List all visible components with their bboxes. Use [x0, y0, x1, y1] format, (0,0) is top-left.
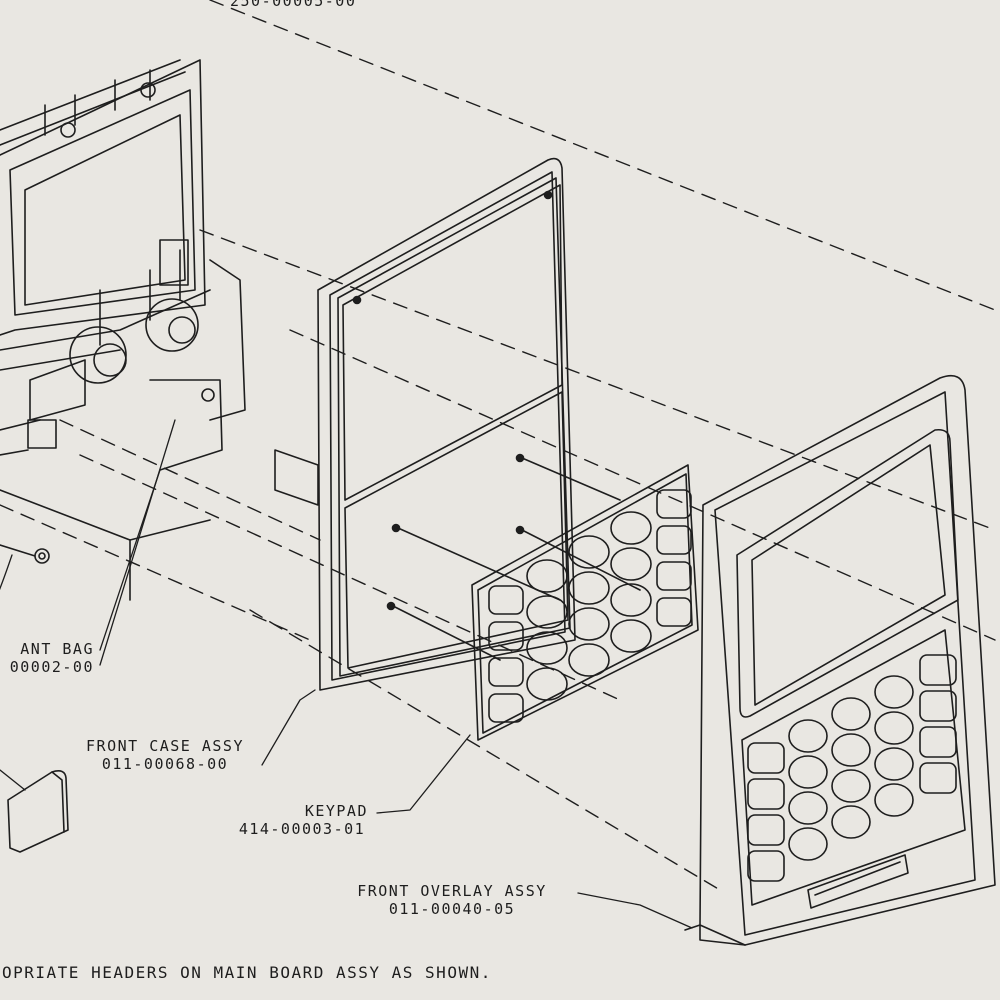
keypad-key — [656, 489, 692, 519]
keypad-key — [610, 547, 652, 581]
keypad-key — [610, 583, 652, 617]
overlay-key — [831, 697, 871, 731]
keypad-key — [488, 693, 524, 723]
front-overlay-assembly — [684, 374, 996, 946]
leader-lines — [0, 419, 693, 929]
desiccant-bag-name: ANT BAG — [20, 640, 94, 658]
keypad-key — [526, 631, 568, 665]
overlay-key — [874, 675, 914, 709]
overlay-key — [788, 755, 828, 789]
keypad-key — [488, 657, 524, 687]
keypad-key — [568, 643, 610, 677]
keypad-key — [488, 621, 524, 651]
overlay-key — [747, 850, 785, 882]
keypad-key — [526, 559, 568, 593]
front-overlay-part: 011-00040-05 — [388, 900, 516, 918]
overlay-key — [831, 769, 871, 803]
desiccant-block — [7, 770, 69, 853]
keypad-key — [610, 511, 652, 545]
overlay-key — [747, 778, 785, 810]
overlay-key — [874, 783, 914, 817]
screw-icon — [0, 544, 50, 564]
keypad-key — [656, 561, 692, 591]
front-case-name: FRONT CASE ASSY — [86, 737, 244, 755]
desiccant-bag-part: 00002-00 — [9, 658, 94, 676]
overlay-key — [919, 690, 957, 722]
overlay-key — [788, 827, 828, 861]
overlay-key — [919, 762, 957, 794]
front-overlay-callout: FRONT OVERLAY ASSY 011-00040-05 — [322, 882, 582, 918]
front-case-callout: FRONT CASE ASSY 011-00068-00 — [60, 737, 270, 773]
keypad-callout: KEYPAD 414-00003-01 — [222, 802, 382, 838]
overlay-key — [831, 733, 871, 767]
overlay-key — [919, 654, 957, 686]
overlay-key — [831, 805, 871, 839]
keypad-key — [610, 619, 652, 653]
keypad-key — [568, 607, 610, 641]
top-part-number: 250-00005-00 — [230, 0, 357, 10]
keypad — [471, 464, 699, 741]
keypad-name: KEYPAD — [304, 802, 368, 820]
keypad-key — [568, 571, 610, 605]
keypad-key — [568, 535, 610, 569]
keypad-part: 414-00003-01 — [238, 820, 366, 838]
keypad-key — [526, 595, 568, 629]
overlay-key — [874, 711, 914, 745]
overlay-key — [919, 726, 957, 758]
keypad-key — [488, 585, 524, 615]
overlay-key — [747, 742, 785, 774]
keypad-key — [526, 667, 568, 701]
projection-lines — [0, 0, 996, 891]
keypad-key — [656, 597, 692, 627]
keypad-key — [656, 525, 692, 555]
overlay-key — [874, 747, 914, 781]
overlay-key — [788, 791, 828, 825]
desiccant-bag-callout: ANT BAG 00002-00 — [4, 640, 94, 676]
overlay-key — [788, 719, 828, 753]
front-overlay-name: FRONT OVERLAY ASSY — [357, 882, 547, 900]
front-case-assembly — [274, 157, 641, 691]
overlay-key — [747, 814, 785, 846]
main-board-assembly — [0, 59, 246, 601]
front-case-part: 011-00068-00 — [101, 755, 229, 773]
footnote: OPRIATE HEADERS ON MAIN BOARD ASSY AS SH… — [2, 963, 492, 982]
